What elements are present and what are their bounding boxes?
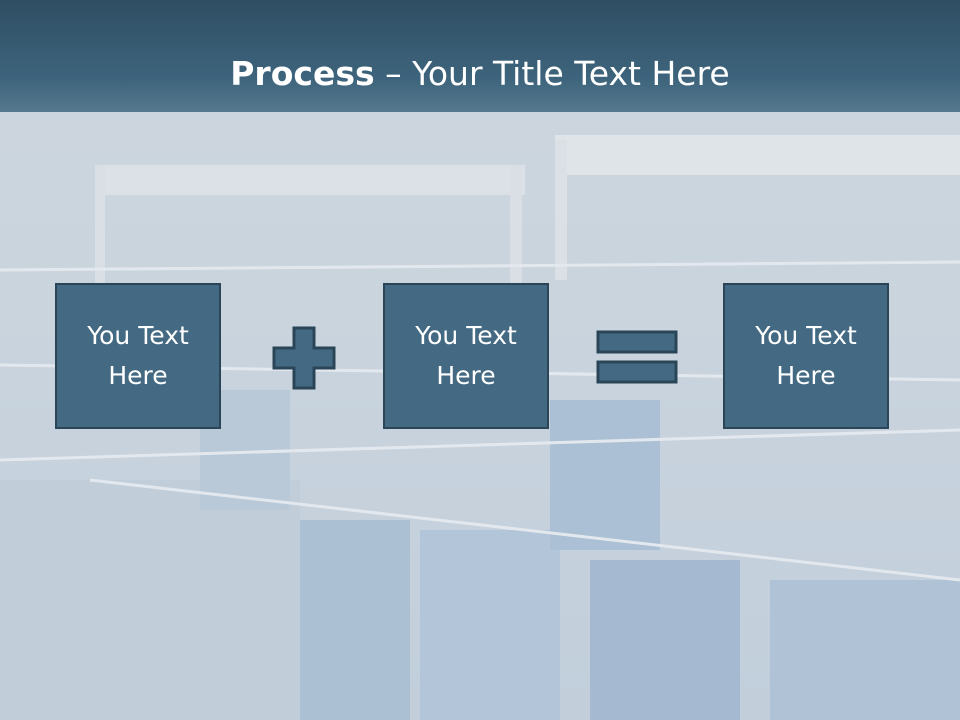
plus-icon — [272, 326, 336, 390]
title-bold: Process — [230, 54, 375, 93]
text-box-2[interactable]: You Text Here — [383, 283, 549, 429]
equals-icon — [596, 330, 678, 384]
title-bar — [0, 0, 960, 112]
text-box-1-label: You Text Here — [87, 321, 189, 390]
text-box-2-label: You Text Here — [415, 321, 517, 390]
slide-title: Process – Your Title Text Here — [0, 52, 960, 96]
title-rest: – Your Title Text Here — [374, 54, 730, 93]
text-box-1[interactable]: You Text Here — [55, 283, 221, 429]
text-box-3-label: You Text Here — [755, 321, 857, 390]
text-box-3[interactable]: You Text Here — [723, 283, 889, 429]
